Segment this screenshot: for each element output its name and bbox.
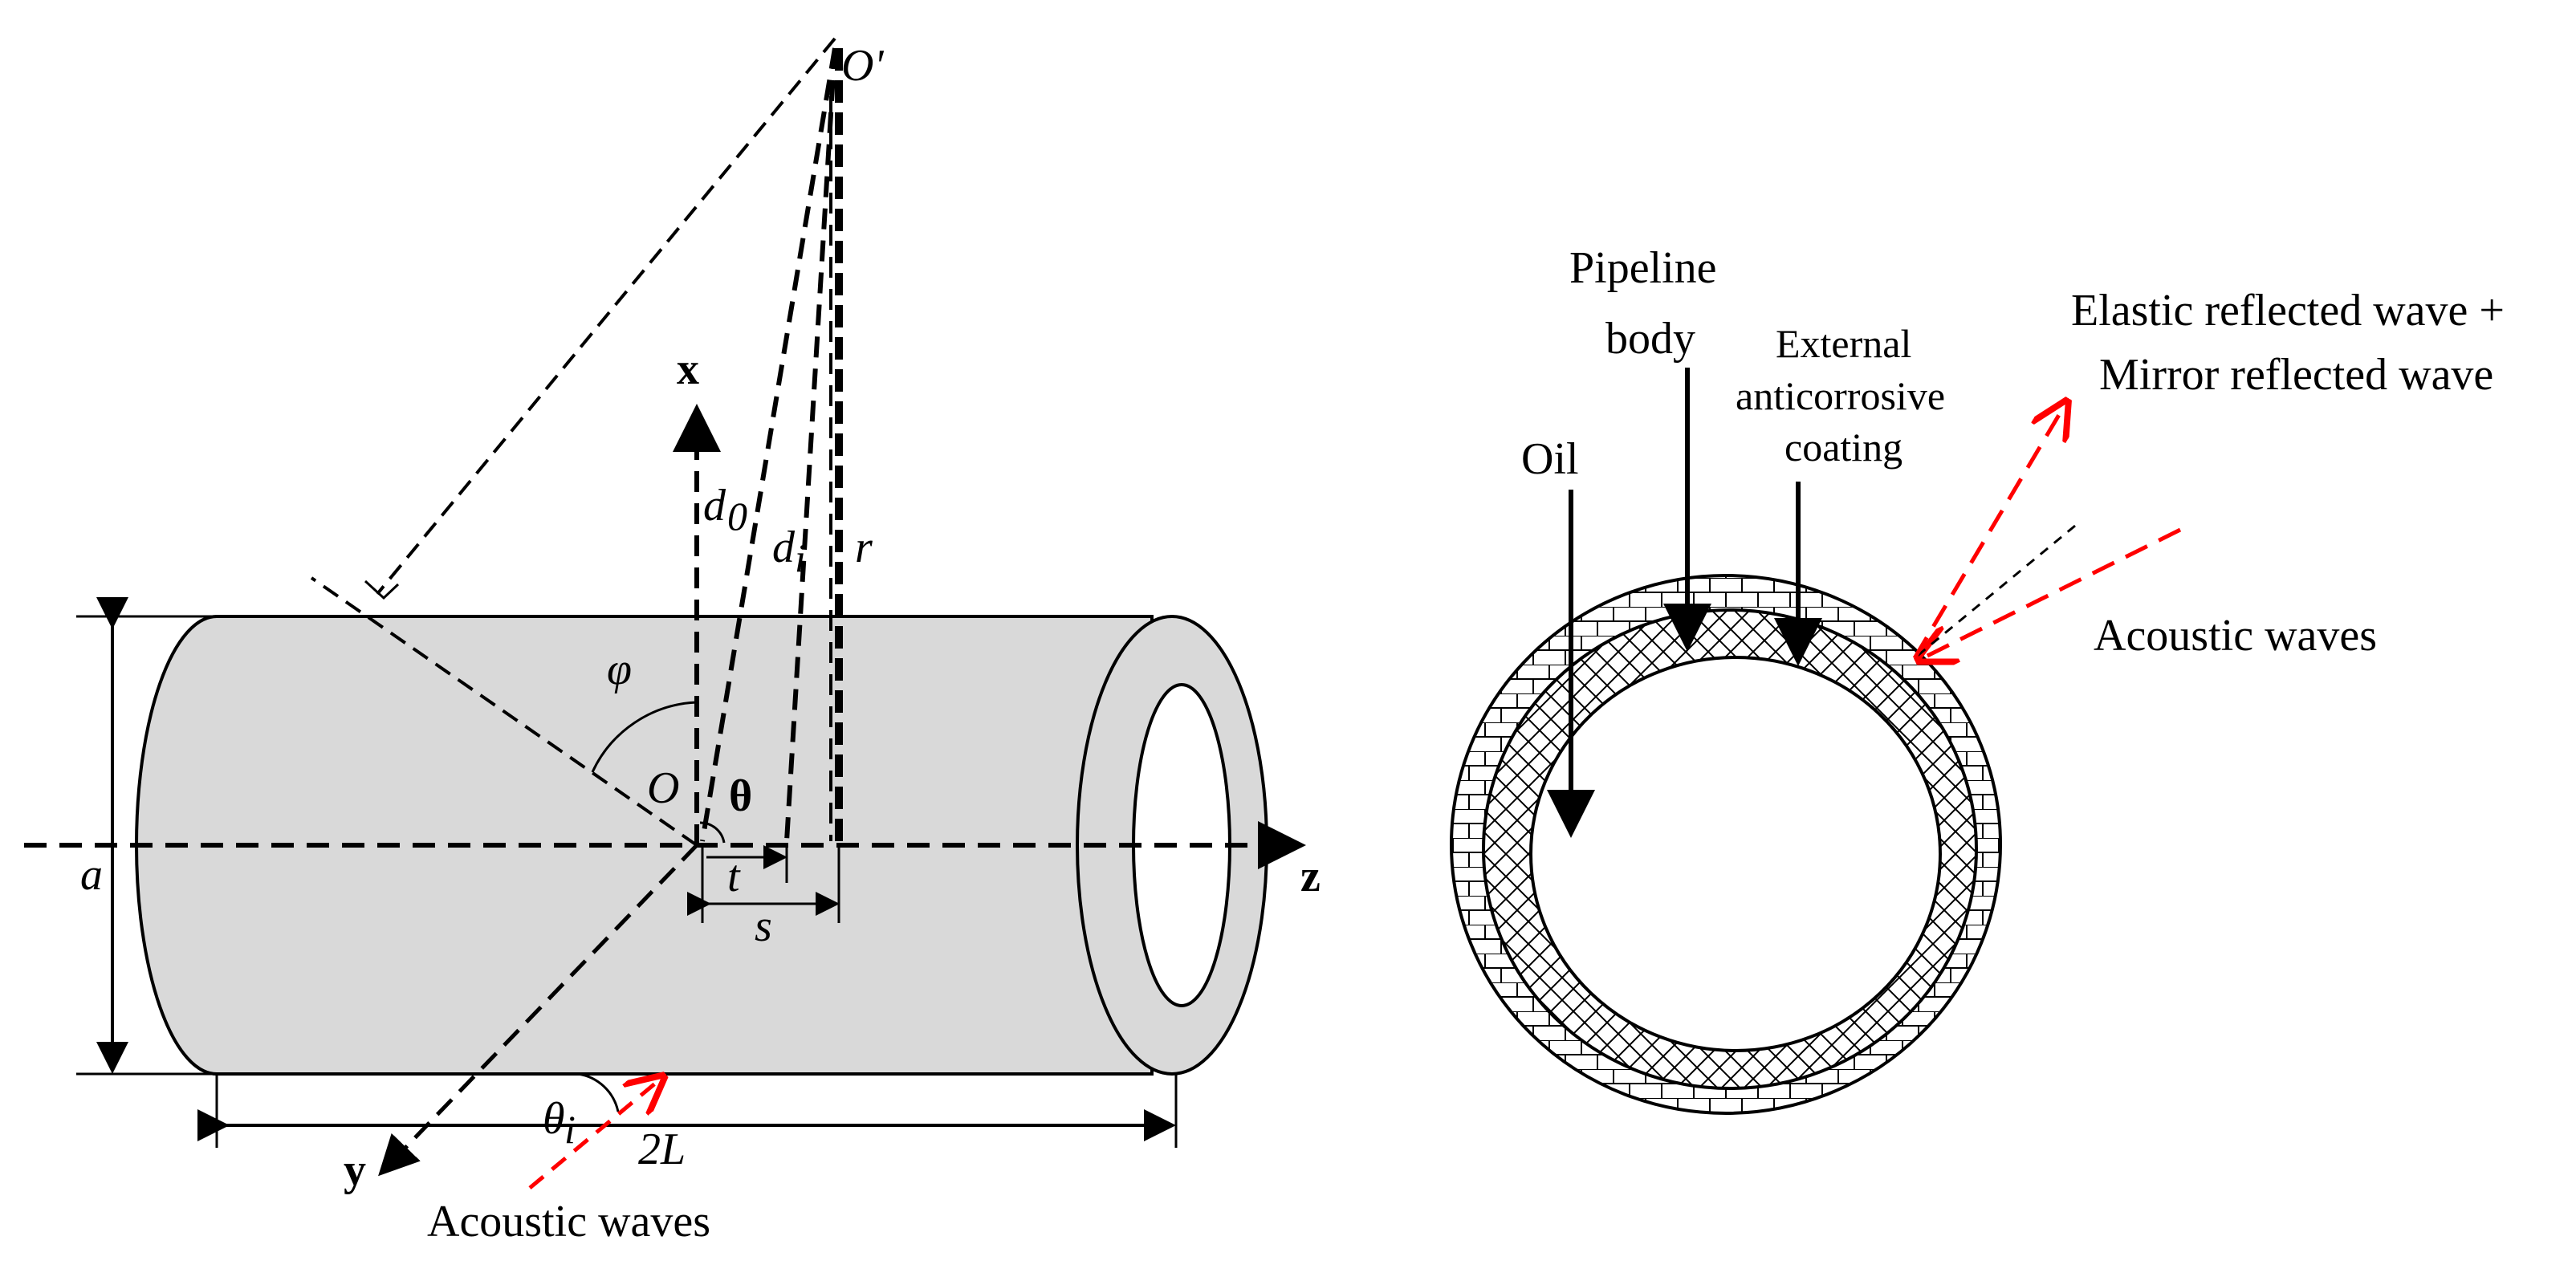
incident-wave-red [1923,527,2182,658]
y-axis [378,844,698,1177]
line-d0 [700,47,837,842]
direction-line [310,576,698,847]
label-t: t [727,852,741,901]
label-phi: φ [607,645,632,694]
label-y-axis: y [344,1145,366,1195]
label-O: O [647,763,679,813]
label-d0-sub: 0 [727,494,747,539]
theta-arc [699,821,726,844]
label-r: r [855,523,873,572]
pipe-end-inner [1132,683,1231,1007]
label-a: a [80,850,103,900]
label-d0: d [703,481,726,531]
oil-interior [1529,656,1942,1052]
right-diagram: Pipeline body External anticorrosive coa… [1450,243,2505,1115]
label-theta: θ [729,771,752,821]
line-di [784,47,837,842]
label-x-axis: x [677,344,699,394]
label-O-prime: Oʹ [841,41,884,91]
label-body: body [1605,314,1695,364]
label-di-sub: i [795,535,806,580]
phi-arc [591,701,698,773]
label-acoustic-waves-right: Acoustic waves [2094,611,2377,661]
label-2L: 2L [638,1124,686,1174]
label-z-axis: z [1300,852,1321,901]
label-theta-i: θ [543,1094,565,1144]
label-theta-i-sub: i [564,1107,576,1152]
reflected-wave [1912,405,2065,660]
label-coating: coating [1784,425,1902,470]
label-anticorrosive: anticorrosive [1736,373,1945,418]
label-reflected-2: Mirror reflected wave [2099,350,2493,400]
right-angle-mark [364,580,400,600]
label-s: s [755,901,772,951]
label-external: External [1776,321,1911,366]
label-pipeline: Pipeline [1569,243,1717,293]
label-acoustic-waves-left: Acoustic waves [427,1197,710,1246]
theta-i-arc [577,1072,620,1112]
label-reflected-1: Elastic reflected wave + [2071,286,2505,336]
left-diagram: Oʹ O x y z d 0 d i r φ θ t s a θ i 2L Ac… [24,37,1321,1246]
label-oil: Oil [1521,434,1579,484]
label-di: d [772,523,796,572]
incident-wave-black [1914,524,2076,660]
foot-line [376,37,836,596]
